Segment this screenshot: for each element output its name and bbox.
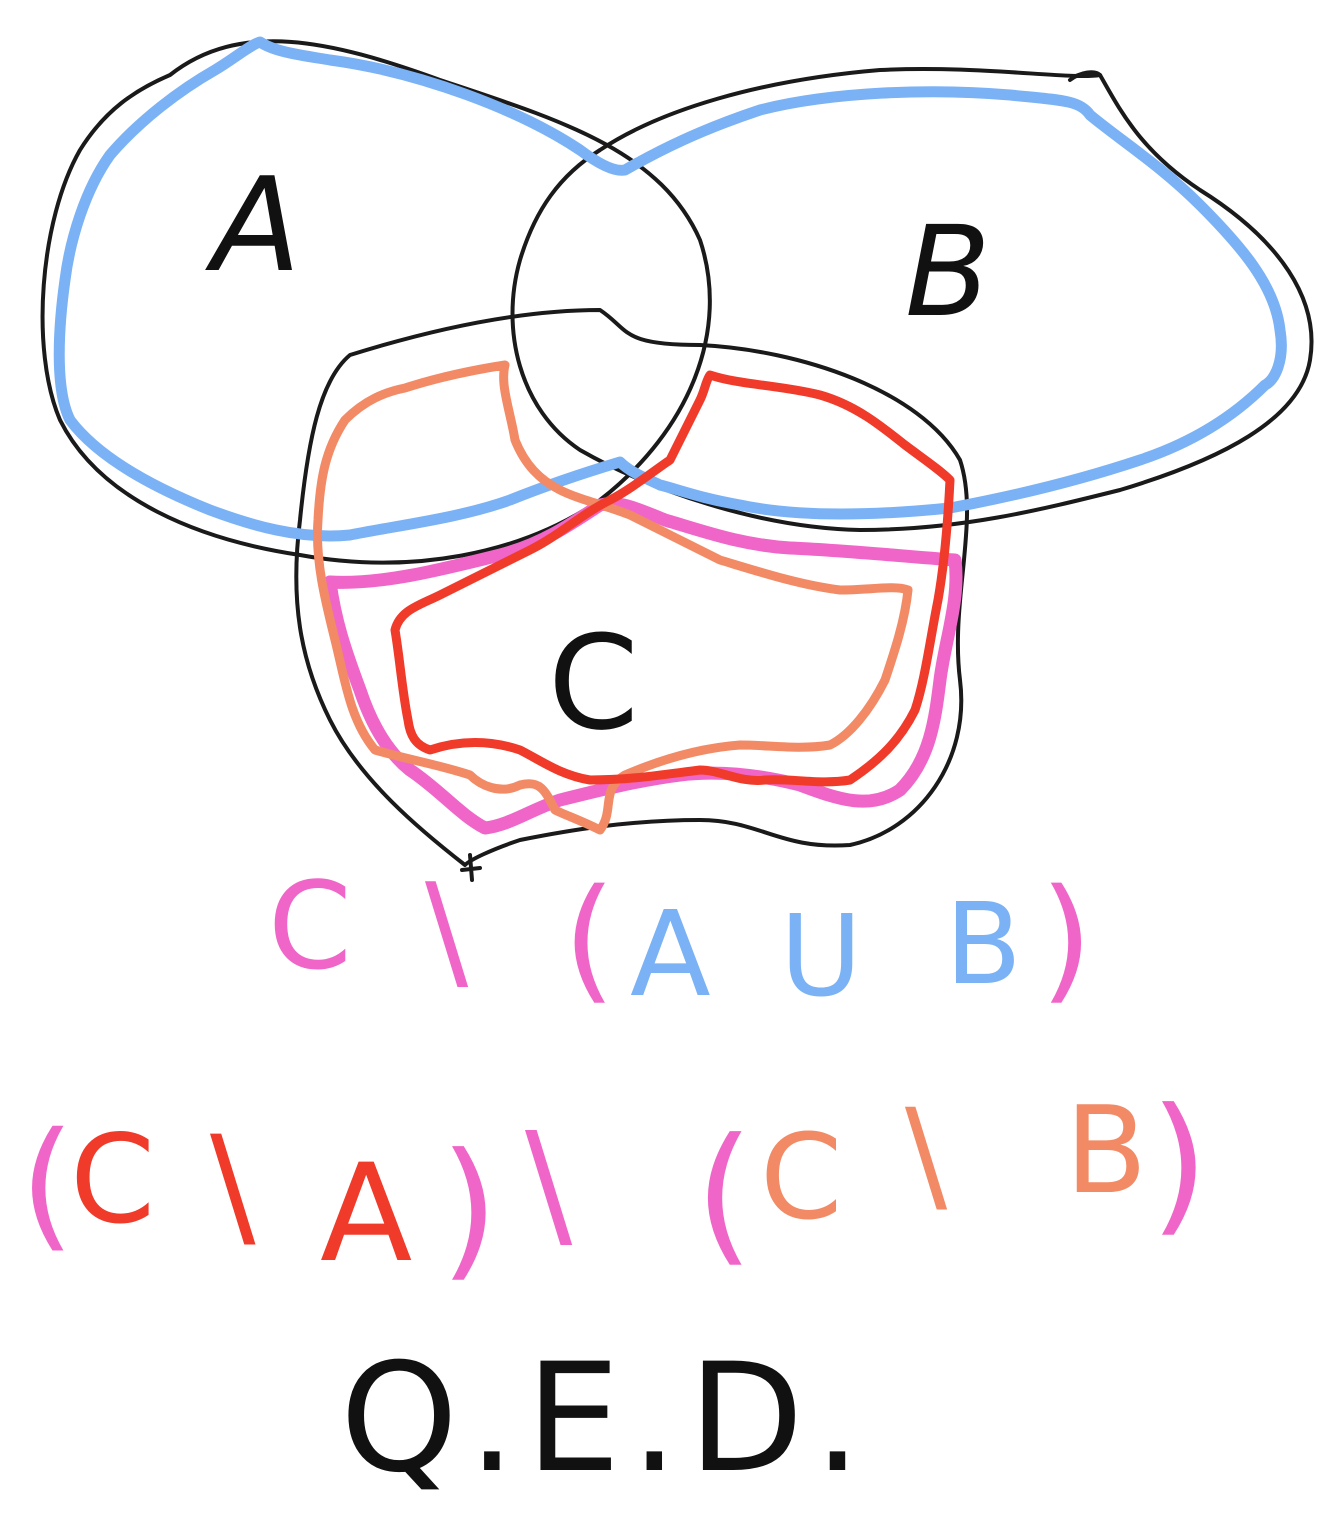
set-c-outline	[294, 308, 970, 867]
formula-2-c-left: C	[70, 1109, 155, 1251]
union-ab-region	[53, 36, 1287, 542]
formula-2-b: B	[1065, 1082, 1147, 1221]
formula-1-c: C	[268, 858, 352, 997]
formula-2-close-paren-left: )	[440, 1122, 499, 1296]
set-c-label: C	[548, 607, 639, 759]
formula-2-setminus-left: \	[210, 1107, 256, 1264]
formula-2-open-paren-right: (	[695, 1107, 754, 1281]
set-b-notch-mark	[1068, 70, 1102, 82]
formula-2-a: A	[320, 1135, 412, 1292]
formula-1-close-paren: )	[1040, 860, 1093, 1017]
formula-2-open-paren-left: (	[20, 1103, 75, 1266]
formula-1-a: A	[630, 885, 711, 1023]
formula-1-setminus: \	[425, 857, 469, 1006]
set-b-label: B	[905, 200, 991, 345]
formula-1-open-paren: (	[563, 860, 616, 1017]
set-c-tail-mark	[460, 853, 482, 882]
formula-1: C \ ( A U B )	[268, 857, 1093, 1023]
set-a-label: A	[205, 149, 301, 301]
formula-2-close-paren-right: )	[1150, 1077, 1209, 1251]
formula-1-b: B	[945, 880, 1022, 1010]
formula-2-setminus-right: \	[905, 1083, 948, 1228]
venn-diagram: A B C	[40, 39, 1314, 882]
c-minus-a-region	[390, 370, 955, 787]
formula-2-c-right: C	[760, 1108, 842, 1246]
set-b-outline	[510, 66, 1314, 532]
highlight-regions	[53, 36, 1287, 835]
formula-2-setminus-middle: \	[525, 1103, 573, 1266]
qed-conclusion: Q.E.D.	[340, 1332, 871, 1506]
c-minus-b-region	[313, 360, 913, 835]
formula-1-union: U	[780, 892, 862, 1022]
formula-2: ( C \ A ) \ ( C \ B )	[20, 1077, 1209, 1296]
